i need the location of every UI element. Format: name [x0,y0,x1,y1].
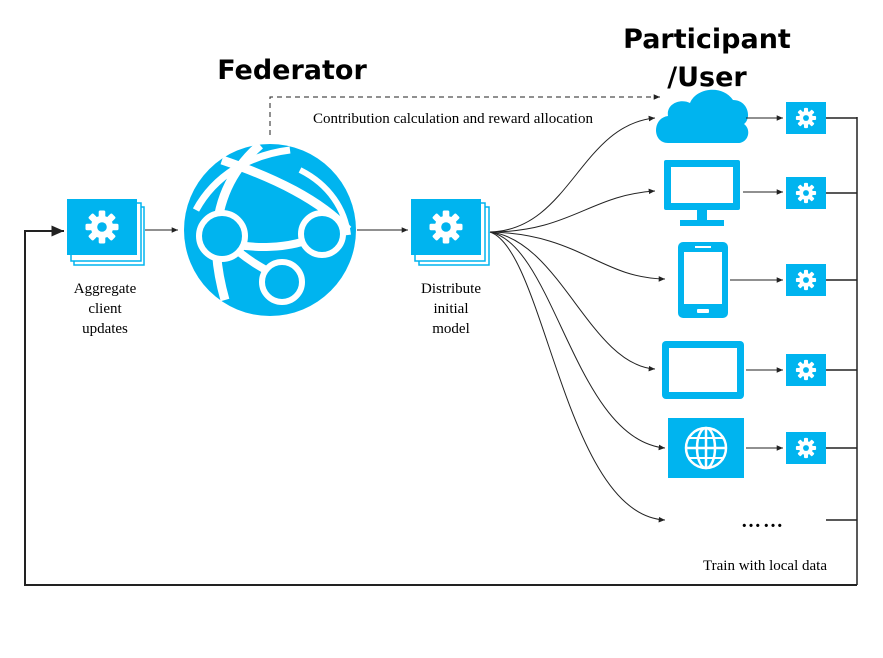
local-gear-icon [786,177,826,209]
distribute-label-line2: initial [434,301,469,317]
cloud-icon [656,89,749,143]
return-loop-arrow [24,225,857,586]
arrow-to-desktop [489,188,656,233]
arrow-to-web [489,231,666,451]
tablet-icon [662,341,744,399]
local-gear-icon [786,354,826,386]
web-globe-icon [668,418,744,478]
distribute-label-line1: Distribute [421,281,481,297]
aggregate-label-line2: client [88,301,122,317]
distribute-gear-stack-icon [411,199,490,266]
local-gear-icon [786,102,826,134]
participant-heading: Participant [623,24,791,55]
distribute-label-line3: model [432,321,470,337]
device-to-gear-arrows [730,115,783,451]
arrow-to-cloud [489,115,656,233]
arrow-to-more [489,231,666,523]
local-gear-icon [786,432,826,464]
fan-out-arrows [489,115,666,523]
federator-globe-icon [184,141,356,316]
desktop-monitor-icon [664,160,740,226]
train-local-label: Train with local data [703,558,827,574]
contribution-label: Contribution calculation and reward allo… [313,111,593,127]
return-bus [826,117,858,585]
arrow-to-tablet [489,231,656,372]
aggregate-label-line1: Aggregate [74,281,137,297]
user-heading: /User [667,62,747,93]
local-gear-icon [786,264,826,296]
federator-heading: Federator [217,55,367,86]
contribution-dashed-arrow [269,94,660,135]
more-participants-ellipsis: …… [741,510,785,532]
smartphone-icon [678,242,728,318]
aggregate-gear-stack-icon [67,199,145,266]
arrow-to-smartphone [489,231,666,282]
aggregate-label-line3: updates [82,321,128,337]
